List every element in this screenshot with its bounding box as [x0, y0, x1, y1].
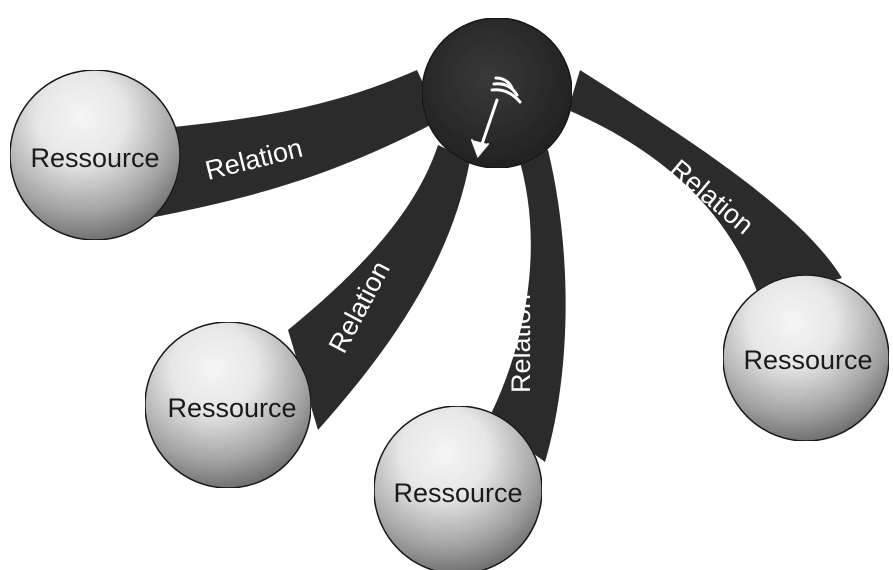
hub-node	[421, 17, 573, 169]
resource-label-2: Ressource	[167, 393, 296, 423]
relation-band-3	[488, 150, 566, 462]
relation-band-4	[568, 70, 842, 300]
resource-node-3: Ressource	[373, 405, 543, 570]
relation-label-3: Relation	[506, 294, 536, 393]
resource-label-4: Ressource	[743, 345, 872, 375]
resource-label-1: Ressource	[30, 143, 159, 173]
signal-arrow-icon	[471, 76, 522, 158]
relation-band-2	[288, 145, 470, 430]
relation-band-1	[150, 70, 440, 218]
resource-label-3: Ressource	[393, 478, 522, 508]
resource-node-1: Ressource	[9, 69, 181, 241]
resource-node-2: Ressource	[144, 321, 312, 489]
resource-node-4: Ressource	[722, 274, 890, 442]
